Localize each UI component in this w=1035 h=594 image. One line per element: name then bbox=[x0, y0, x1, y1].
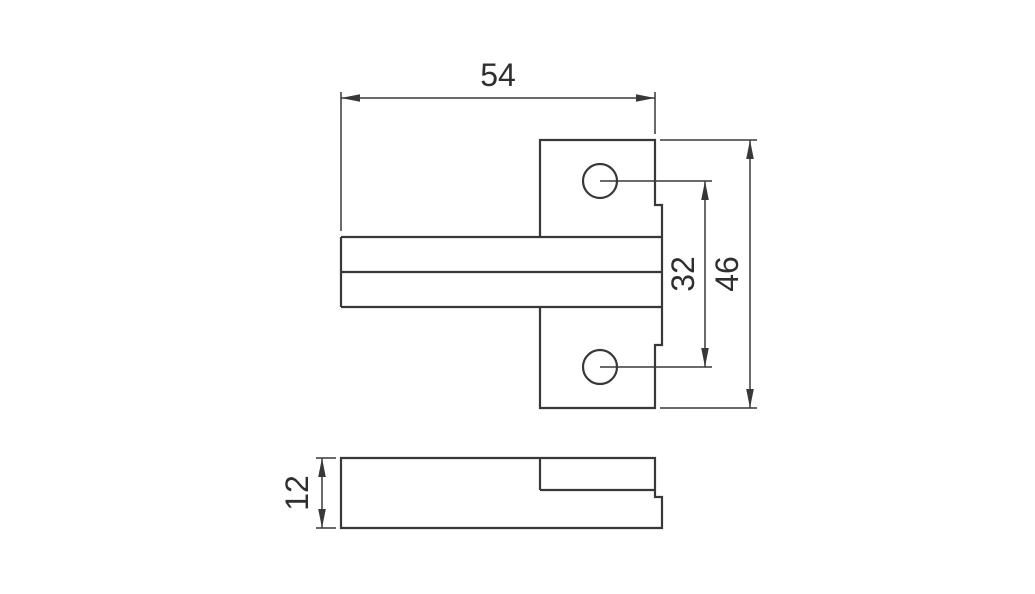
dimension-width: 54 bbox=[340, 57, 656, 231]
arrowhead-bottom bbox=[318, 509, 326, 528]
extension-lines bbox=[340, 92, 656, 231]
arrowhead-left bbox=[341, 94, 360, 102]
plan-view bbox=[339, 138, 664, 410]
dimension-label-hole-spacing: 32 bbox=[665, 256, 701, 292]
arrowhead-top bbox=[701, 181, 709, 200]
dimension-label-thickness: 12 bbox=[279, 475, 315, 511]
part-outline bbox=[339, 138, 664, 410]
extension-lines bbox=[600, 180, 712, 368]
dimension-thickness: 12 bbox=[279, 457, 336, 529]
extension-lines bbox=[316, 457, 336, 529]
arrowhead-top bbox=[746, 140, 754, 159]
arrowhead-top bbox=[318, 458, 326, 477]
side-view bbox=[339, 456, 664, 530]
dimension-label-width: 54 bbox=[480, 57, 516, 93]
arrowhead-bottom bbox=[746, 389, 754, 408]
extension-lines bbox=[660, 139, 757, 409]
dimension-hole-spacing: 32 bbox=[600, 180, 712, 368]
arrowhead-bottom bbox=[701, 348, 709, 367]
dimension-label-overall-height: 46 bbox=[709, 256, 745, 292]
arrowhead-right bbox=[636, 94, 655, 102]
side-outline bbox=[339, 456, 664, 530]
dimension-overall-height: 46 bbox=[660, 139, 757, 409]
